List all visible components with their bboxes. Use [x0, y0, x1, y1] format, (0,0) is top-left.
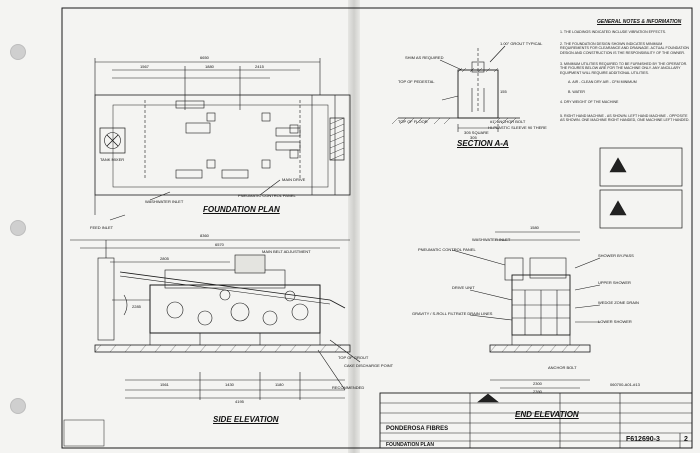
label-recommended: RECOMMENDED [332, 385, 365, 390]
dim-side-overall: 8360 [200, 233, 209, 238]
note-4: 4. DRY WEIGHT OF THE MACHINE [560, 100, 619, 104]
label-ref-num: 060700-A01-#13 [610, 382, 640, 387]
side-elevation-drawing [70, 239, 361, 400]
dim-end-a: 1580 [530, 225, 539, 230]
dim-end-c: 2390 [533, 389, 542, 394]
end-elevation-drawing [451, 231, 601, 389]
notes-title: GENERAL NOTES & INFORMATION [597, 19, 682, 25]
dim-side-c: 2285 [132, 304, 141, 309]
label-lower-shower: LOWER SHOWER [598, 319, 632, 324]
label-anchor-bolt-end: ANCHOR BOLT [548, 365, 577, 370]
dim-side-e: 1430 [225, 382, 234, 387]
label-top-pedestal: TOP OF PEDESTAL [398, 79, 435, 84]
view-title-end-elevation: END ELEVATION [515, 410, 579, 419]
label-main-belt-adj: MAIN BELT ADJUSTMENT [262, 249, 311, 254]
section-aa-drawing [391, 45, 520, 132]
note-1: 1. THE LOADINGS INDICATED INCLUDE VIBRAT… [560, 30, 667, 34]
view-title-side-elevation: SIDE ELEVATION [213, 415, 279, 424]
label-pneumatic-panel: PNEUMATIC CONTROL PANEL [238, 193, 296, 198]
dim-side-f: 1180 [275, 382, 284, 387]
label-top-floor: TOP OF FLOOR [398, 119, 428, 124]
label-top-grout: TOP OF GROUT [338, 355, 369, 360]
dim-end-b: 2300 [533, 381, 542, 386]
dim-side-a: 6570 [215, 242, 224, 247]
label-drive-unit: DRIVE UNIT [452, 285, 475, 290]
view-title-foundation-plan: FOUNDATION PLAN [203, 205, 280, 214]
label-main-drive: MAIN DRIVE [282, 177, 306, 182]
dim-side-g: 4195 [235, 399, 244, 404]
title-block-sheet: 2 [684, 436, 688, 443]
page-fold [348, 0, 360, 453]
label-gravity-drain: GRAVITY / S-ROLL FILTRATE DRAIN LINES [412, 311, 493, 316]
note-5: 5. RIGHT HAND MACHINE - AS SHOWN. LEFT H… [560, 114, 690, 123]
title-block-drawing-title: FOUNDATION PLAN [386, 442, 434, 448]
label-grout-typ: 1.00" GROUT TYPICAL [500, 41, 543, 46]
dim-side-b: 2805 [160, 256, 169, 261]
title-block-drawing-number: F612690-3 [626, 436, 660, 443]
label-shim: SHIM AS REQUIRED [405, 55, 444, 60]
label-anchor-bolt: #1" ANCHOR BOLT [490, 119, 526, 124]
label-washwater-inlet: WASHWATER INLET [145, 199, 184, 204]
dim-sec-a: 305 [470, 135, 477, 140]
label-cake-discharge: CAKE DISCHARGE POINT [344, 363, 394, 368]
label-washwater-inlet-end: WASHWATER INLET [472, 237, 511, 242]
foundation-plan-drawing [94, 58, 351, 221]
label-tank-mixer: TANK MIXER [100, 157, 125, 162]
label-feed-inlet: FEED INLET [90, 225, 114, 230]
note-3b: B. WATER [568, 90, 585, 94]
label-sleeve: HI-PLASTIC SLEEVE 90 THERE [488, 125, 547, 130]
dim-side-d: 1561 [160, 382, 169, 387]
label-square: 305 SQUARE [464, 130, 489, 135]
title-block-company: PONDEROSA FIBRES [386, 426, 449, 432]
dim-plan-a: 1567 [140, 64, 149, 69]
note-2: 2. THE FOUNDATION DESIGN SHOWN INDICATES… [560, 42, 689, 55]
label-wedge-zone: WEDGE ZONE DRAIN [598, 300, 639, 305]
dim-plan-overall: 6650 [200, 55, 209, 60]
view-title-section-aa: SECTION A-A [457, 139, 509, 148]
label-upper-shower: UPPER SHOWER [598, 280, 631, 285]
note-3a: A. AIR - CLEAN DRY AIR - CFM MINIMUM [568, 80, 637, 84]
dim-plan-c: 2415 [255, 64, 264, 69]
binder-hole [10, 44, 26, 60]
label-pneumatic-panel-end: PNEUMATIC CONTROL PANEL [418, 247, 476, 252]
dim-sec-b: 155 [500, 89, 507, 94]
binder-hole [10, 220, 26, 236]
binder-hole [10, 398, 26, 414]
dim-plan-b: 1880 [205, 64, 214, 69]
note-3: 3. MINIMUM UTILITIES REQUIRED TO BE FURN… [560, 62, 688, 75]
label-shower-bypass: SHOWER BY-PASS [598, 253, 634, 258]
